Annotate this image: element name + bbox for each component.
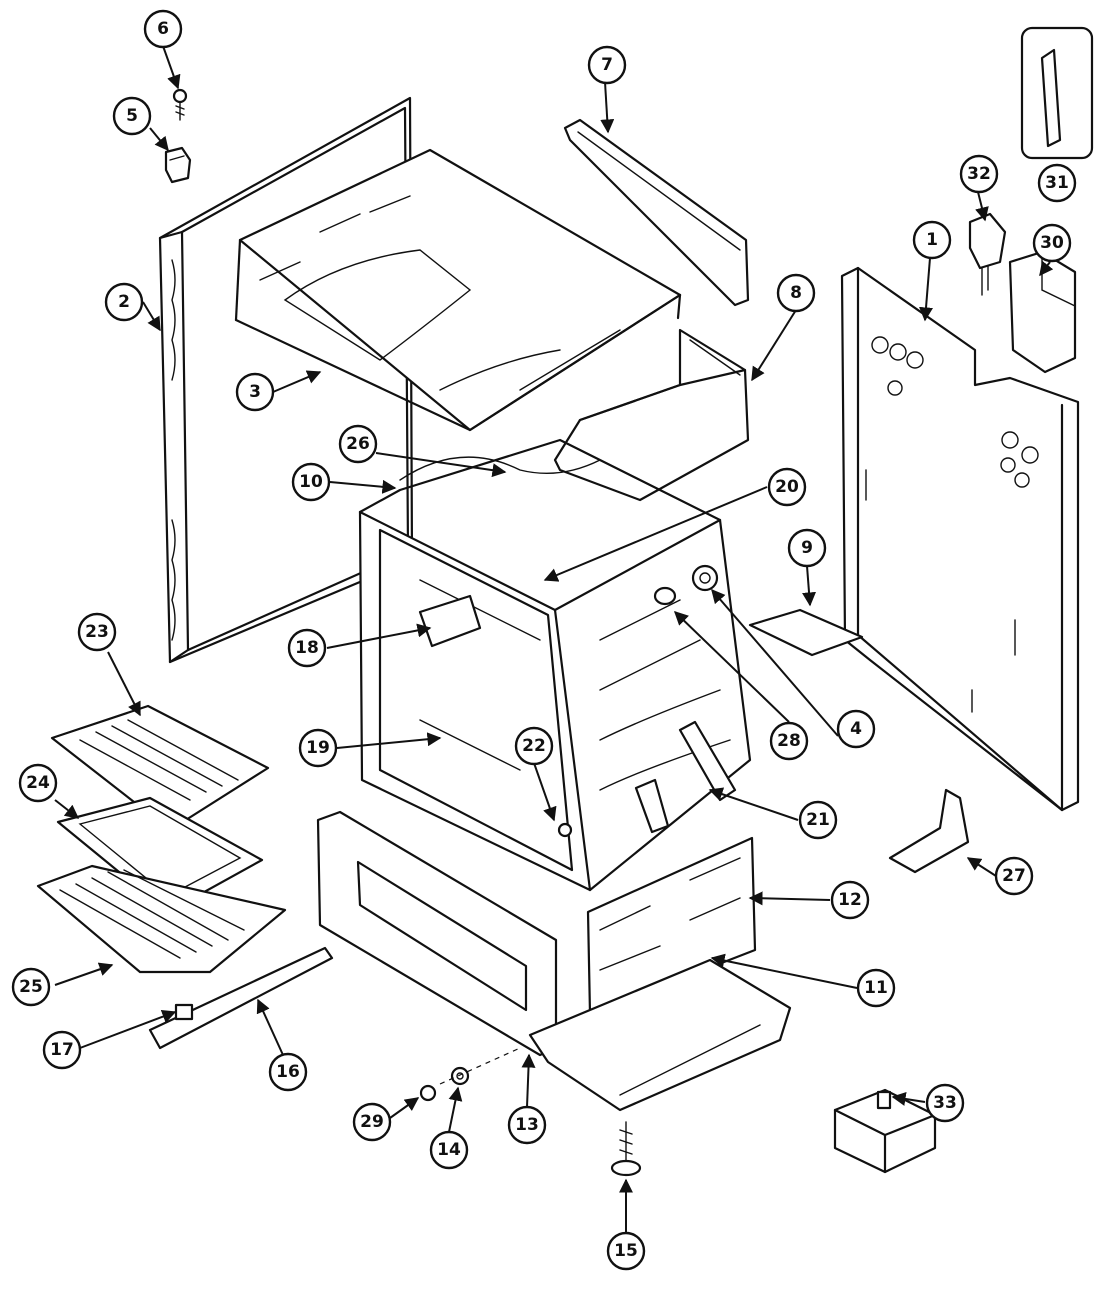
part-11-base xyxy=(528,958,792,1112)
part-17-roller xyxy=(174,1003,194,1021)
svg-text:22: 22 xyxy=(522,736,546,756)
callout-16: 16 xyxy=(268,1052,308,1092)
part-12-burner-shield xyxy=(586,836,757,1016)
part-25-oven-rack xyxy=(36,864,287,974)
svg-text:7: 7 xyxy=(601,55,613,75)
svg-text:9: 9 xyxy=(801,538,813,558)
callout-29: 29 xyxy=(352,1102,392,1142)
part-29-screw xyxy=(419,1084,437,1102)
svg-text:1: 1 xyxy=(926,230,938,250)
svg-text:10: 10 xyxy=(299,472,323,492)
svg-text:13: 13 xyxy=(515,1115,539,1135)
callout-8: 8 xyxy=(776,273,816,313)
part-7-vent-trim xyxy=(563,118,750,307)
part-3-burner-box xyxy=(234,148,682,432)
part-15-leveler xyxy=(610,1121,642,1177)
part-21-igniter xyxy=(634,720,737,834)
svg-text:29: 29 xyxy=(360,1112,384,1132)
svg-text:20: 20 xyxy=(775,477,799,497)
svg-text:28: 28 xyxy=(777,731,801,751)
callout-30: 30 xyxy=(1032,223,1072,263)
part-8-flue-duct xyxy=(553,328,750,502)
svg-text:31: 31 xyxy=(1045,173,1069,193)
part-4-fitting xyxy=(691,564,719,592)
part-30-junction-box xyxy=(1008,250,1077,374)
callout-6: 6 xyxy=(143,9,183,49)
callout-1: 1 xyxy=(912,220,952,260)
callout-15: 15 xyxy=(606,1231,646,1271)
svg-text:30: 30 xyxy=(1040,233,1064,253)
callout-2: 2 xyxy=(104,282,144,322)
callout-4: 4 xyxy=(836,709,876,749)
svg-text:19: 19 xyxy=(306,738,330,758)
callout-13: 13 xyxy=(507,1105,547,1145)
part-14-washer xyxy=(450,1066,470,1086)
callout-26: 26 xyxy=(338,424,378,464)
callout-7: 7 xyxy=(587,45,627,85)
svg-text:21: 21 xyxy=(806,810,830,830)
svg-text:26: 26 xyxy=(346,434,370,454)
part-22-screw xyxy=(557,822,573,838)
part-31-kit-box xyxy=(1020,26,1094,160)
part-6-screw xyxy=(172,88,188,121)
callout-20: 20 xyxy=(767,467,807,507)
svg-text:32: 32 xyxy=(967,164,991,184)
leader-lines xyxy=(54,45,1054,1232)
callout-11: 11 xyxy=(856,968,896,1008)
alignment-line xyxy=(439,1047,521,1085)
callout-12: 12 xyxy=(830,880,870,920)
svg-text:24: 24 xyxy=(26,773,50,793)
callout-10: 10 xyxy=(291,462,331,502)
callout-17: 17 xyxy=(42,1030,82,1070)
callout-9: 9 xyxy=(787,528,827,568)
callout-3: 3 xyxy=(235,372,275,412)
callout-25: 25 xyxy=(11,967,51,1007)
oven-cavity xyxy=(358,438,752,892)
svg-text:6: 6 xyxy=(157,19,169,39)
part-32-switch xyxy=(968,212,1007,296)
svg-text:18: 18 xyxy=(295,638,319,658)
svg-text:23: 23 xyxy=(85,622,109,642)
callout-22: 22 xyxy=(514,726,554,766)
callout-28: 28 xyxy=(769,721,809,761)
callout-31: 31 xyxy=(1037,163,1077,203)
part-27-bracket xyxy=(888,788,970,874)
svg-text:33: 33 xyxy=(933,1093,957,1113)
part-16-drawer-slide xyxy=(148,946,334,1050)
svg-text:3: 3 xyxy=(249,382,261,402)
callout-24: 24 xyxy=(18,763,58,803)
part-23-broiler-grid xyxy=(50,704,270,832)
callout-18: 18 xyxy=(287,628,327,668)
callout-5: 5 xyxy=(112,96,152,136)
callout-32: 32 xyxy=(959,154,999,194)
svg-text:25: 25 xyxy=(19,977,43,997)
callout-21: 21 xyxy=(798,800,838,840)
svg-text:2: 2 xyxy=(118,292,130,312)
svg-text:12: 12 xyxy=(838,890,862,910)
svg-text:11: 11 xyxy=(864,978,888,998)
callout-27: 27 xyxy=(994,856,1034,896)
svg-text:5: 5 xyxy=(126,106,138,126)
svg-text:8: 8 xyxy=(790,283,802,303)
callout-33: 33 xyxy=(925,1083,965,1123)
callout-23: 23 xyxy=(77,612,117,652)
callout-19: 19 xyxy=(298,728,338,768)
svg-text:17: 17 xyxy=(50,1040,74,1060)
svg-text:15: 15 xyxy=(614,1241,638,1261)
svg-text:14: 14 xyxy=(437,1140,461,1160)
part-33-control-module xyxy=(833,1088,937,1174)
svg-text:27: 27 xyxy=(1002,866,1026,886)
svg-text:16: 16 xyxy=(276,1062,300,1082)
svg-text:4: 4 xyxy=(850,719,862,739)
part-28-grommet xyxy=(653,586,677,606)
callout-14: 14 xyxy=(429,1130,469,1170)
part-5-clip xyxy=(164,146,192,184)
part-9-strip xyxy=(748,608,864,657)
